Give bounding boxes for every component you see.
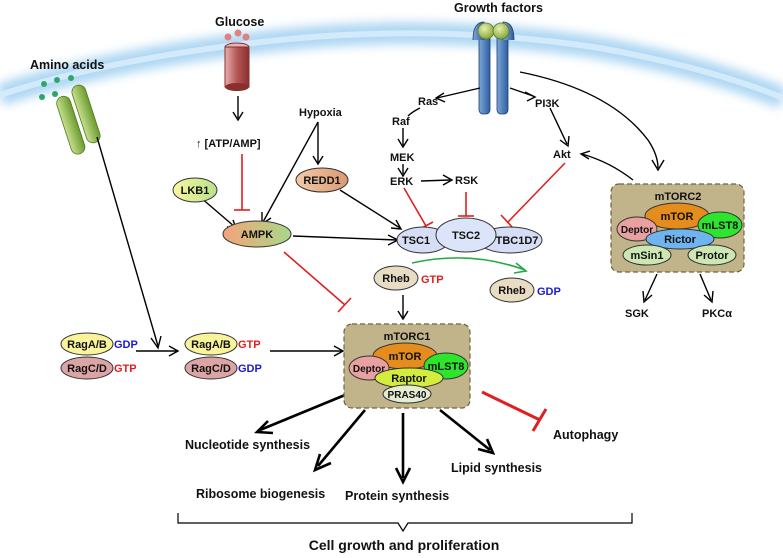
mtorc1-title: mTORC1 bbox=[384, 331, 431, 343]
edge-mtorc1-ribosome bbox=[317, 409, 366, 467]
edge-aa-rag bbox=[96, 136, 159, 347]
lkb1-node: LKB1 bbox=[172, 177, 218, 203]
mtorc1-complex: mTORC1 mTOR Deptor mLST8 Raptor PRAS40 bbox=[343, 323, 471, 409]
mtorc2-title: mTORC2 bbox=[655, 191, 702, 203]
tsc1-label: TSC1 bbox=[402, 235, 430, 247]
ampk-node: AMPK bbox=[222, 220, 292, 248]
raga-b-left-label: RagA/B bbox=[67, 339, 107, 351]
mtorc2-mtor-label: mTOR bbox=[661, 211, 694, 223]
growth-factor-receptor-icon bbox=[472, 21, 515, 115]
gtp-right-tag: GTP bbox=[238, 339, 261, 351]
redd1-node: REDD1 bbox=[295, 167, 349, 193]
redd1-label: REDD1 bbox=[303, 175, 340, 187]
amino-acid-transporter-icon bbox=[39, 75, 101, 155]
mtorc2-protor-label: Protor bbox=[696, 250, 730, 262]
erk-label: ERK bbox=[390, 176, 413, 188]
mtorc2-deptor-label: Deptor bbox=[621, 225, 653, 236]
gdp-right-tag: GDP bbox=[238, 363, 262, 375]
ragc-d-right-label: RagC/D bbox=[191, 363, 231, 375]
output-bracket bbox=[177, 513, 633, 533]
edge-ampk-tsc bbox=[292, 235, 398, 241]
ribosome-biogenesis-label: Ribosome biogenesis bbox=[196, 487, 325, 501]
lipid-synthesis-label: Lipid synthesis bbox=[451, 461, 542, 475]
lkb1-label: LKB1 bbox=[181, 185, 210, 197]
inhibit-erk-tsc bbox=[403, 187, 427, 227]
autophagy-label: Autophagy bbox=[553, 428, 618, 442]
rag-active-complex: RagA/B GTP RagC/D GDP bbox=[184, 332, 262, 380]
edge-ras-raf bbox=[407, 107, 421, 117]
raga-b-right-label: RagA/B bbox=[191, 339, 231, 351]
raf-label: Raf bbox=[392, 116, 410, 128]
ampk-label: AMPK bbox=[241, 229, 273, 241]
mtorc2-rictor-label: Rictor bbox=[664, 234, 697, 246]
edge-mtorc2-akt bbox=[581, 153, 634, 181]
growth-factors-label: Growth factors bbox=[454, 1, 543, 15]
hypoxia-label: Hypoxia bbox=[299, 107, 343, 119]
amino-acids-label: Amino acids bbox=[30, 58, 104, 72]
pkca-label: PKCα bbox=[702, 308, 732, 320]
edge-pi3k-akt bbox=[549, 107, 568, 145]
mtorc2-mlst8-label: mLST8 bbox=[702, 220, 739, 232]
cell-growth-label: Cell growth and proliferation bbox=[309, 537, 500, 553]
rag-inactive-complex: RagA/B GDP RagC/D GTP bbox=[60, 332, 138, 380]
ras-label: Ras bbox=[418, 96, 438, 108]
tsc2-label: TSC2 bbox=[452, 230, 480, 242]
rheb-gdp-tag: GDP bbox=[537, 286, 561, 298]
mek-label: MEK bbox=[390, 152, 415, 164]
rheb-gdp-node: Rheb GDP bbox=[489, 277, 561, 303]
mtorc1-pras40-label: PRAS40 bbox=[388, 390, 427, 401]
edge-gf-ras bbox=[436, 87, 481, 99]
mtorc1-mlst8-label: mLST8 bbox=[428, 361, 465, 373]
edge-erk-rsk bbox=[420, 179, 451, 182]
rsk-label: RSK bbox=[455, 175, 478, 187]
rheb-gtp-tag: GTP bbox=[421, 274, 444, 286]
edge-mtorc2-pkca bbox=[699, 273, 712, 301]
glucose-label: Glucose bbox=[215, 15, 264, 29]
glucose-transporter-icon bbox=[224, 29, 250, 91]
edge-redd1-tsc bbox=[339, 189, 401, 229]
ragc-d-left-label: RagC/D bbox=[67, 363, 107, 375]
tsc-complex: TSC1 TSC2 TBC1D7 bbox=[396, 217, 543, 254]
atp-amp-label: ↑ [ATP/AMP] bbox=[196, 138, 261, 150]
inhibit-mtorc1-autophagy bbox=[481, 390, 541, 422]
rheb-gtp-node: Rheb GTP bbox=[373, 265, 444, 291]
mtorc1-mtor-label: mTOR bbox=[389, 351, 422, 363]
pi3k-label: PI3K bbox=[535, 98, 560, 110]
gtp-left-tag: GTP bbox=[114, 363, 137, 375]
rheb-gtp-label: Rheb bbox=[382, 273, 410, 285]
mtorc1-deptor-label: Deptor bbox=[353, 364, 385, 375]
edge-lkb1-ampk bbox=[199, 196, 236, 228]
edge-mtorc1-nucleotide bbox=[259, 393, 346, 432]
sgk-label: SGK bbox=[625, 308, 649, 320]
protein-synthesis-label: Protein synthesis bbox=[345, 489, 449, 503]
akt-label: Akt bbox=[553, 149, 571, 161]
edge-mtorc1-lipid bbox=[439, 408, 491, 452]
inhibit-ampk-mtorc1 bbox=[283, 251, 346, 306]
edge-gf-mtorc2 bbox=[519, 71, 659, 169]
mtorc1-raptor-label: Raptor bbox=[391, 373, 427, 385]
gdp-left-tag: GDP bbox=[114, 339, 138, 351]
rheb-gdp-label: Rheb bbox=[498, 285, 526, 297]
tbc1d7-label: TBC1D7 bbox=[496, 235, 539, 247]
inhibit-akt-tsc bbox=[507, 162, 566, 223]
edge-rheb-cycle bbox=[411, 257, 526, 271]
edge-hypoxia-ampk bbox=[262, 121, 319, 223]
edge-mtorc2-sgk bbox=[644, 273, 658, 301]
nucleotide-synthesis-label: Nucleotide synthesis bbox=[185, 438, 310, 452]
mtorc2-complex: mTORC2 mTOR Deptor mLST8 Rictor mSin1 Pr… bbox=[610, 183, 745, 273]
mtorc2-msin1-label: mSin1 bbox=[630, 250, 663, 262]
